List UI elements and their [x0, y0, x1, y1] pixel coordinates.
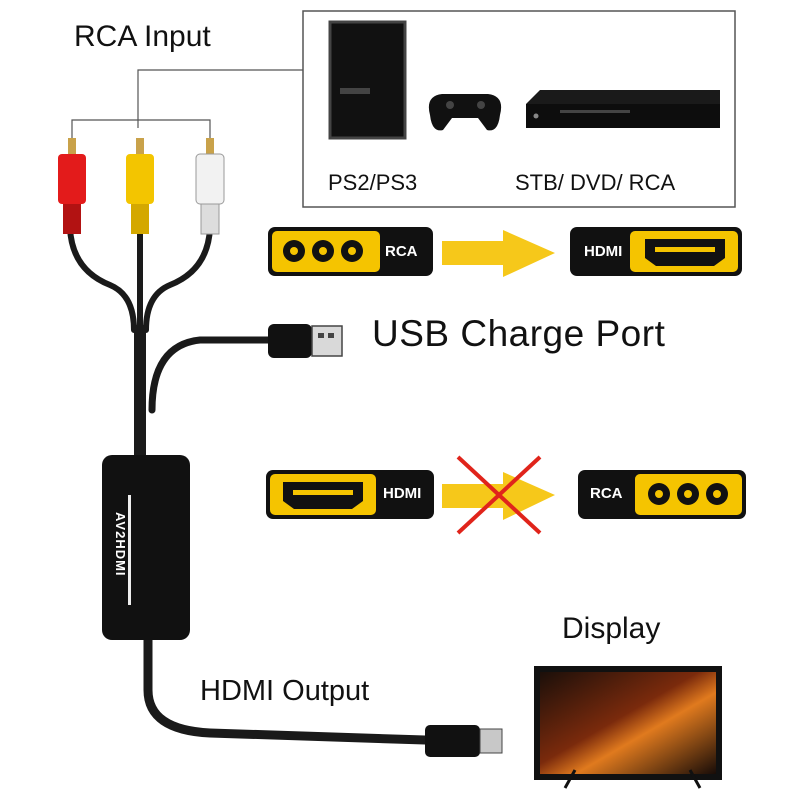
rca-plug-yellow [126, 138, 154, 234]
gamepad-icon [428, 94, 502, 131]
arrow-supported [442, 230, 555, 277]
display-label: Display [562, 612, 661, 645]
cross-icon [456, 455, 542, 535]
leader-line [137, 69, 303, 128]
rca-bracket-line [71, 119, 211, 138]
rca-badge-left [268, 227, 433, 276]
cables [67, 225, 430, 745]
usb-plug-icon [268, 324, 343, 358]
hdmi-plug-icon [425, 725, 503, 757]
rca-plug-white [195, 138, 225, 235]
converter-label: AV2HDMI [113, 512, 128, 577]
stb-label: STB/ DVD/ RCA [515, 170, 676, 195]
hdmi-output-label: HDMI Output [200, 675, 370, 707]
display-tv-icon [534, 666, 722, 789]
rca-input-label: RCA Input [74, 20, 211, 53]
converter-box [102, 455, 190, 640]
ps2-console-icon [328, 20, 407, 140]
usb-charge-label: USB Charge Port [372, 313, 666, 354]
source-devices-frame [302, 10, 736, 208]
ps-label: PS2/PS3 [328, 170, 418, 195]
dvd-player-icon [526, 90, 720, 128]
rca-plug-red [58, 138, 86, 234]
badge-hdmi-text-unsupported: HDMI [383, 485, 422, 502]
badge-rca-text-unsupported: RCA [590, 485, 623, 502]
badge-hdmi-text: HDMI [584, 243, 623, 260]
badge-rca-text: RCA [385, 243, 418, 260]
rca-badge-right [578, 470, 746, 519]
hdmi-badge-right [570, 227, 742, 276]
hdmi-badge-left [266, 470, 434, 519]
